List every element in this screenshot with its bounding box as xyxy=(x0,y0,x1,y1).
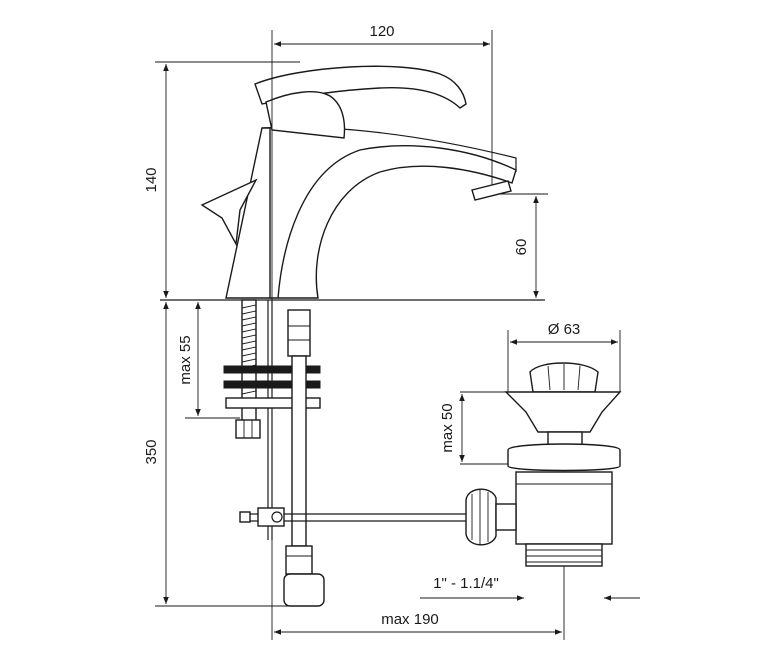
dim-text-120: 120 xyxy=(369,23,394,40)
dim-text-140: 140 xyxy=(143,167,160,192)
dim-text-d63: Ø 63 xyxy=(548,321,581,338)
rod-clamp xyxy=(257,507,285,527)
faucet-body xyxy=(160,65,545,301)
lever-handle xyxy=(254,65,467,109)
fixing-nut xyxy=(235,419,261,439)
drain-body xyxy=(515,471,613,545)
spout xyxy=(270,145,517,299)
dim-text-60: 60 xyxy=(513,239,530,256)
gasket-bottom xyxy=(223,380,321,389)
lever-base xyxy=(265,91,346,139)
clamp-screw xyxy=(271,511,283,523)
pop-up-drain xyxy=(465,362,622,567)
drain-nut xyxy=(507,443,621,472)
dim-text-max190: max 190 xyxy=(381,611,439,628)
pop-up-knob xyxy=(200,178,258,247)
below-deck-assembly xyxy=(223,299,478,607)
drain-thread xyxy=(525,543,603,567)
dim-text-max50: max 50 xyxy=(439,403,456,452)
knurled-nut xyxy=(465,488,497,546)
gasket-top xyxy=(223,365,321,374)
dim-text-thread: 1" - 1.1/4" xyxy=(433,575,499,592)
drain-flange xyxy=(504,391,622,433)
rod-end xyxy=(239,511,251,523)
dim-text-350: 350 xyxy=(143,439,160,464)
drain-rod-coupler xyxy=(495,503,517,531)
hose-bottom-fitting xyxy=(285,545,313,575)
dimension-lines xyxy=(155,30,640,640)
aerator xyxy=(471,180,512,201)
hose-top-fitting xyxy=(287,309,311,357)
flexible-hose xyxy=(291,355,307,547)
hose-connection-nut xyxy=(283,573,325,607)
dim-text-max55: max 55 xyxy=(177,335,194,384)
fixing-plate xyxy=(225,397,321,409)
